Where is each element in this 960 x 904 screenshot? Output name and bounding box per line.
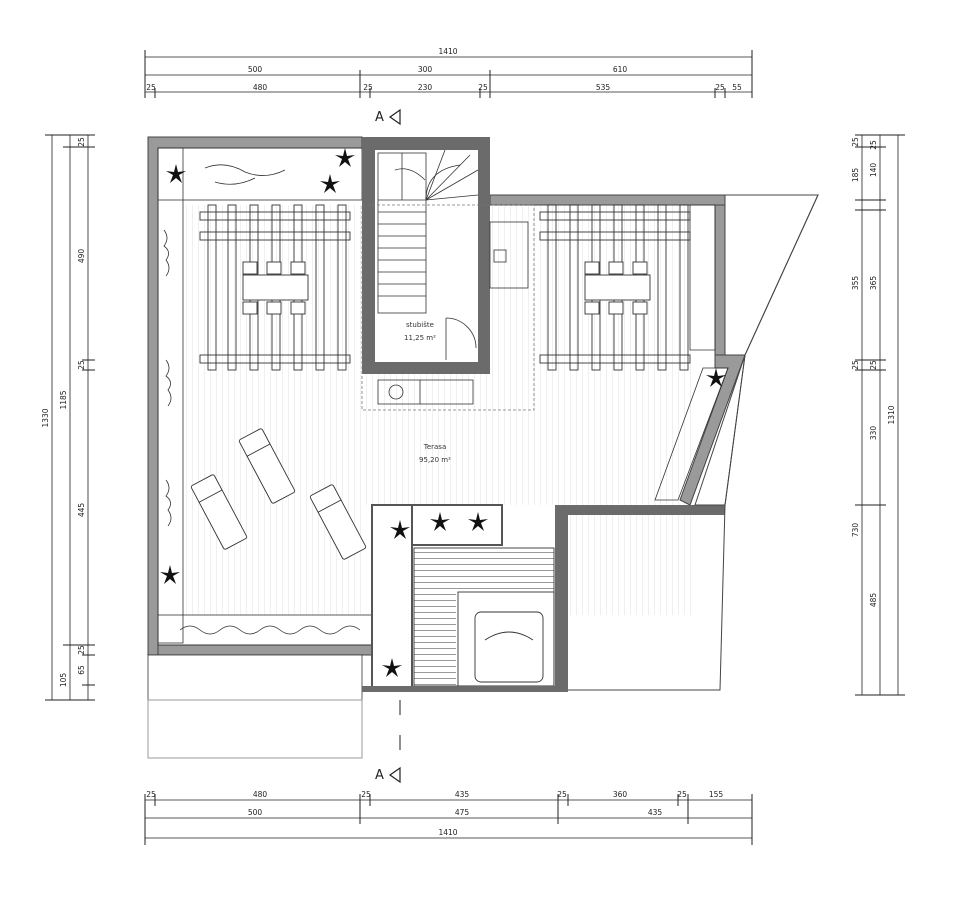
svg-text:A: A — [375, 768, 384, 783]
dim-top-row3-b: 480 — [253, 83, 268, 92]
stairs-label: stubište — [406, 321, 434, 329]
dining-table-left — [242, 261, 309, 315]
dim-left-inner-a: 25 — [77, 137, 86, 147]
plant-icon — [390, 520, 410, 539]
staircase — [377, 149, 479, 314]
dim-bot-row2-a: 500 — [248, 808, 263, 817]
lower-strip-light — [147, 699, 363, 759]
dim-left-inner-e: 25 — [77, 645, 86, 655]
dim-right-outer: 1310 — [887, 405, 896, 424]
stair-core — [362, 137, 490, 374]
dim-right-mid-e: 730 — [851, 523, 860, 538]
terrace-label: Terasa — [423, 443, 447, 451]
stair-door — [445, 317, 477, 360]
dim-left-inner-d: 445 — [77, 503, 86, 518]
dim-right-inner-b: 185 — [851, 168, 860, 183]
dim-bot-total: 1410 — [438, 828, 457, 837]
dim-top-row3-g: 25 — [715, 83, 725, 92]
dim-left-inner-c: 25 — [77, 360, 86, 370]
lower-strip — [147, 654, 363, 701]
grill — [489, 221, 529, 289]
counter — [377, 379, 474, 405]
sun-loungers — [190, 428, 367, 560]
right-dimensions — [855, 134, 905, 696]
dim-left-inner-f: 65 — [77, 665, 86, 675]
bottom-planter — [157, 614, 373, 646]
dim-bot-row1-g: 25 — [677, 790, 687, 799]
dim-bot-row1-b: 480 — [253, 790, 268, 799]
plants — [160, 148, 726, 677]
dim-bot-row2-c: 435 — [648, 808, 663, 817]
dim-left-inner-g: 105 — [59, 673, 68, 688]
stair-treads — [414, 548, 456, 686]
section-marker-bottom: A — [375, 700, 401, 784]
plant-icon — [706, 368, 726, 387]
top-planter — [157, 147, 363, 201]
dim-top-row3-h: 55 — [732, 83, 742, 92]
dim-right-mid-d: 330 — [869, 426, 878, 441]
dim-top-total: 1410 — [438, 47, 457, 56]
right-planter — [654, 204, 729, 501]
plant-icon — [468, 512, 488, 531]
dim-top-row3-c: 25 — [363, 83, 373, 92]
canopy-outline — [361, 204, 535, 411]
dim-right-mid-a: 25 — [869, 140, 878, 150]
stair-treads-top — [456, 548, 554, 590]
left-dimensions — [45, 134, 95, 701]
dim-left-middle: 1185 — [59, 390, 68, 409]
outer-walls — [147, 136, 746, 656]
dim-bot-row1-c: 25 — [361, 790, 371, 799]
dim-bot-row1-a: 25 — [146, 790, 156, 799]
dim-left-inner-b: 490 — [77, 249, 86, 264]
dim-right-inner-a: 25 — [851, 137, 860, 147]
plant-icon — [166, 164, 186, 183]
dim-bot-row1-e: 25 — [557, 790, 567, 799]
lower-right-wall — [362, 505, 725, 692]
svg-text:A: A — [375, 110, 384, 125]
dim-top-row2-c: 610 — [613, 65, 628, 74]
plant-icon — [335, 148, 355, 167]
terrace-area: 95,20 m² — [419, 456, 451, 464]
dim-top-row3-a: 25 — [146, 83, 156, 92]
dim-bot-row1-d: 435 — [455, 790, 470, 799]
right-triangle-area — [568, 194, 819, 691]
top-dimensions — [144, 50, 753, 98]
dim-right-inner-c: 140 — [869, 163, 878, 178]
plant-icon — [430, 512, 450, 531]
dim-bot-row1-f: 360 — [613, 790, 628, 799]
dim-top-row3-e: 25 — [478, 83, 488, 92]
bottom-dimensions — [144, 794, 753, 845]
dim-bot-row1-h: 155 — [709, 790, 724, 799]
dim-left-outer: 1330 — [41, 408, 50, 427]
dim-top-row3-f: 535 — [596, 83, 611, 92]
dim-right-inner-f: 485 — [869, 593, 878, 608]
dim-bot-row2-b: 475 — [455, 808, 470, 817]
dim-top-row2-b: 300 — [418, 65, 433, 74]
dim-right-mid-c: 25 — [869, 360, 878, 370]
plant-icon — [320, 174, 340, 193]
dim-top-row3-d: 230 — [418, 83, 433, 92]
dim-top-row2-a: 500 — [248, 65, 263, 74]
dim-right-mid-b: 365 — [869, 276, 878, 291]
dim-right-inner-e: 25 — [851, 360, 860, 370]
plant-icon — [160, 565, 180, 584]
stairs-area: 11,25 m² — [404, 334, 436, 342]
dining-table-right — [584, 261, 651, 315]
plant-icon — [382, 658, 402, 677]
section-marker-top: A — [375, 108, 401, 126]
dim-right-inner-d: 355 — [851, 276, 860, 291]
